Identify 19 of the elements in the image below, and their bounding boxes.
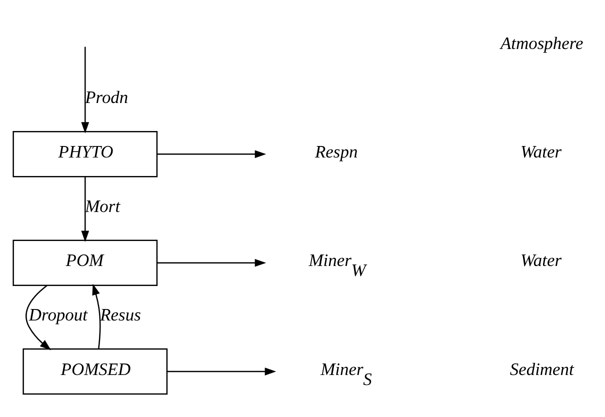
arrow <box>157 258 266 267</box>
label: Atmosphere <box>500 32 584 53</box>
edge-label: Resus <box>100 304 141 325</box>
node-box: POM <box>12 240 158 286</box>
arrow <box>92 284 101 349</box>
arrow <box>26 284 52 350</box>
node-box: PHYTO <box>12 131 158 178</box>
label: Water <box>520 250 562 270</box>
node-box: POMSED <box>22 348 168 395</box>
node-text: Respn <box>314 142 358 162</box>
arrow <box>157 150 266 158</box>
label: Water <box>520 142 562 162</box>
label: Sediment <box>510 358 574 379</box>
edge-label: Dropout <box>28 304 88 325</box>
arrow <box>167 368 276 376</box>
edge-label: Prodn <box>85 87 128 108</box>
arrow <box>81 176 90 242</box>
edge-label: Mort <box>85 196 120 216</box>
arrow <box>81 46 90 134</box>
